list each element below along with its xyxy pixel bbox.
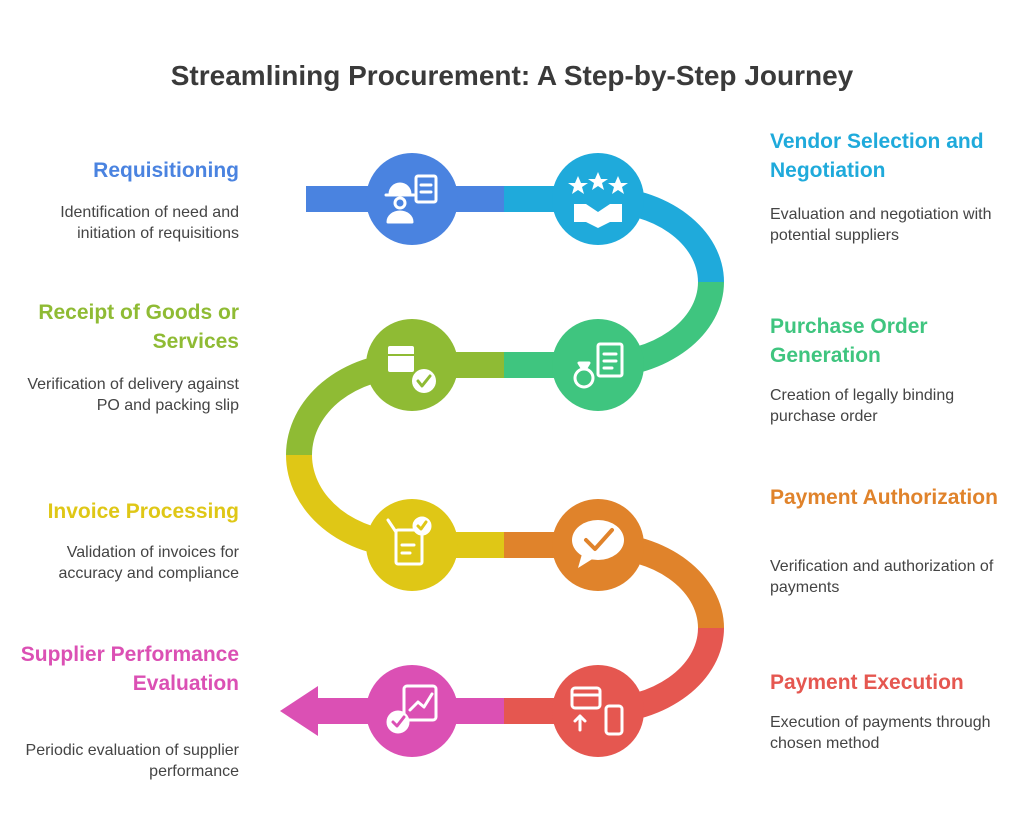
step-heading-supplier-evaluation: Supplier Performance Evaluation — [20, 643, 239, 695]
step-heading-receipt: Receipt of Goods or Services — [38, 301, 239, 353]
chat-check-icon — [572, 520, 624, 568]
step-heading-invoice: Invoice Processing — [47, 500, 239, 523]
card-phone-icon — [570, 686, 624, 736]
step-circle-1 — [366, 153, 458, 245]
step-heading-requisitioning: Requisitioning — [93, 159, 239, 182]
worker-clipboard-icon — [384, 174, 438, 224]
step-heading-payment-authorization: Payment Authorization — [770, 486, 998, 509]
step-description-purchase-order: Creation of legally binding purchase ord… — [770, 387, 955, 425]
step-description-payment-authorization: Verification and authorization of paymen… — [770, 558, 994, 596]
step-description-payment-execution: Execution of payments through chosen met… — [770, 714, 991, 752]
step-description-receipt: Verification of delivery against PO and … — [27, 376, 239, 414]
stars-handshake-icon — [568, 172, 628, 228]
step-description-invoice: Validation of invoices for accuracy and … — [58, 544, 239, 582]
arrow-head — [280, 686, 318, 736]
document-check-icon — [386, 516, 432, 566]
step-circle-2 — [552, 153, 644, 245]
package-check-icon — [387, 346, 436, 393]
step-description-supplier-evaluation: Periodic evaluation of supplier performa… — [25, 742, 239, 780]
step-description-requisitioning: Identification of need and initiation of… — [60, 204, 239, 242]
step-circle-7 — [552, 665, 644, 757]
chart-check-icon — [386, 684, 438, 734]
step-heading-payment-execution: Payment Execution — [770, 671, 964, 694]
ring-document-icon — [573, 342, 624, 389]
step-heading-purchase-order: Purchase Order Generation — [770, 315, 928, 367]
step-heading-vendor-selection: Vendor Selection and Negotiation — [770, 130, 984, 182]
page-title: Streamlining Procurement: A Step-by-Step… — [170, 60, 854, 91]
step-description-vendor-selection: Evaluation and negotiation with potentia… — [770, 206, 992, 244]
step-circle-8 — [366, 665, 458, 757]
